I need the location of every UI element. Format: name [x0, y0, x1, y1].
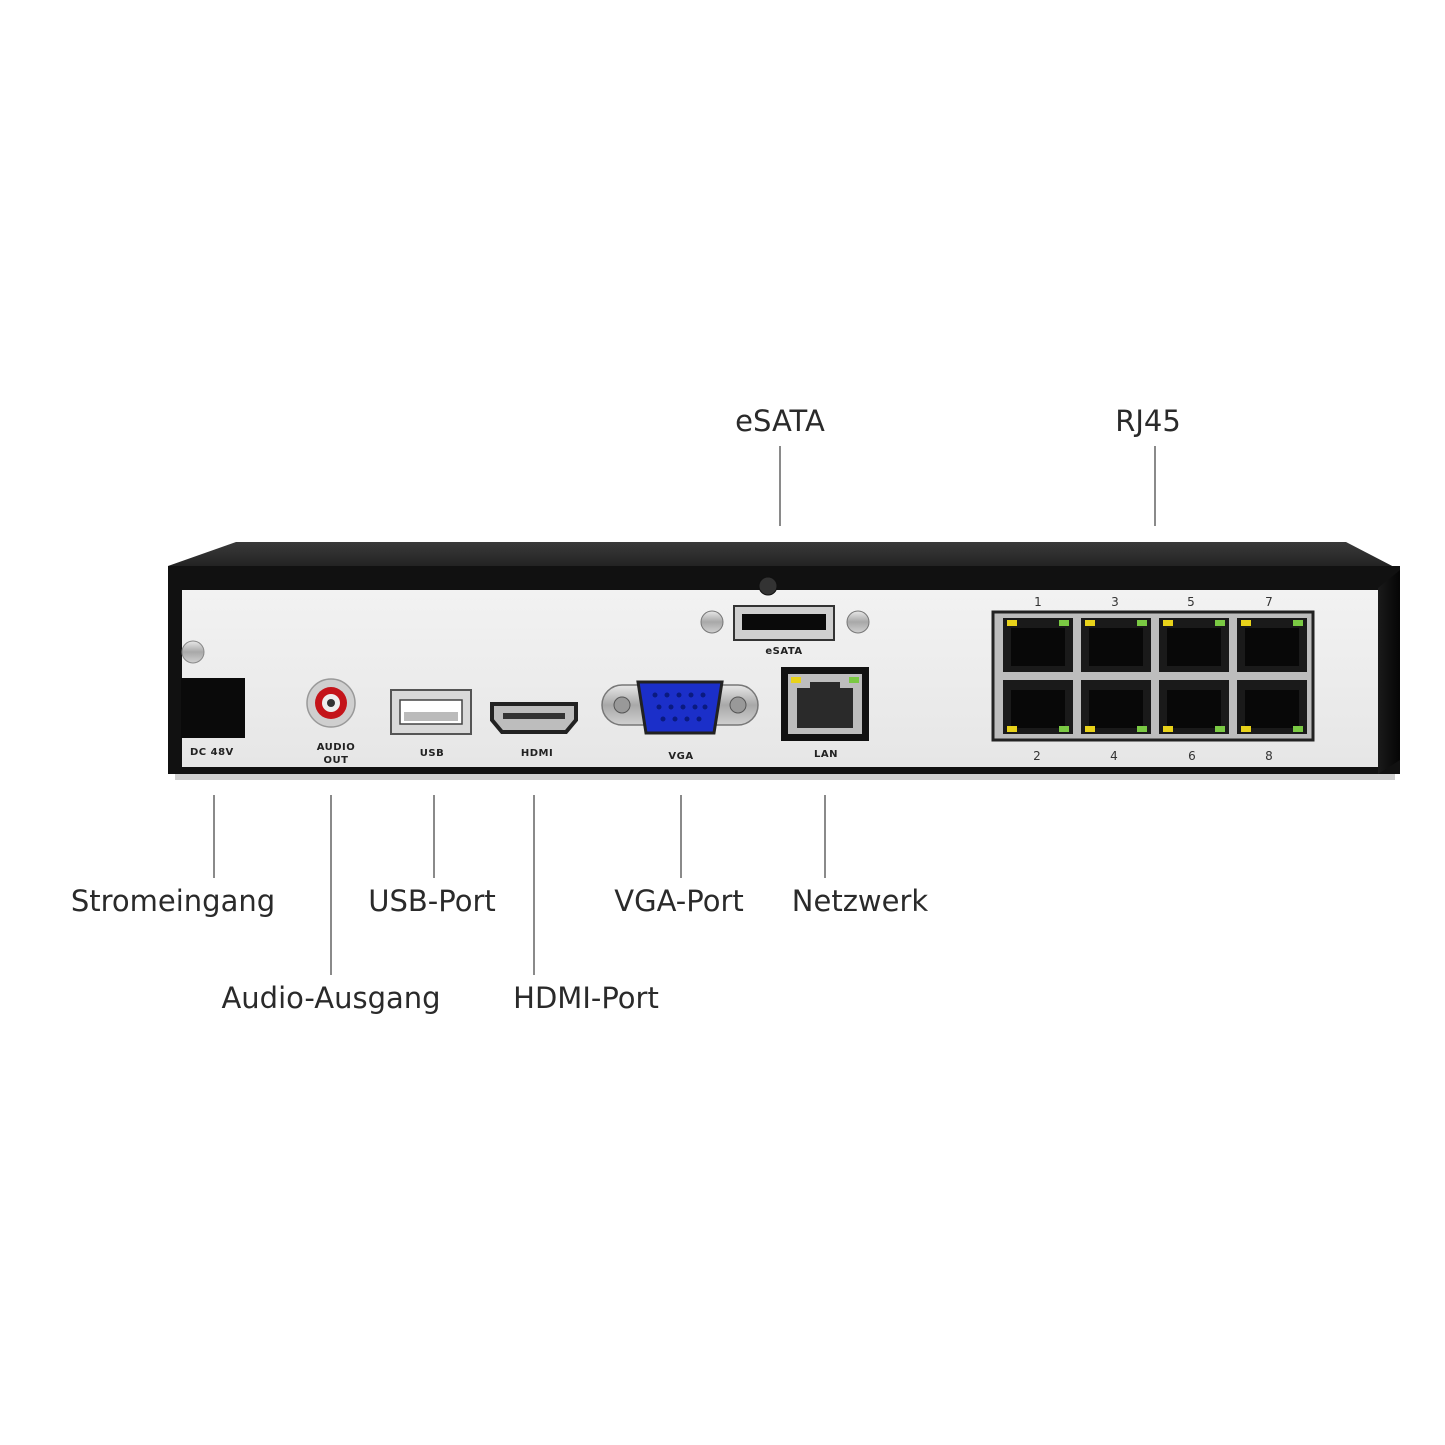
rj45-jack	[1237, 618, 1307, 672]
callout-vga: VGA-Port	[614, 884, 743, 918]
led-yellow	[1241, 726, 1251, 732]
esata-port: eSATA	[700, 576, 870, 657]
callout-hdmi: HDMI-Port	[513, 981, 659, 1015]
hdmi-label: HDMI	[521, 748, 553, 759]
led-yellow	[1085, 726, 1095, 732]
top-screw-icon	[758, 576, 778, 596]
led-green	[1059, 620, 1069, 626]
led-green	[1137, 726, 1147, 732]
rj45-jack	[1003, 680, 1073, 734]
rj45-num-3: 3	[1111, 595, 1119, 609]
device-shadow	[175, 774, 1395, 780]
led-green	[1293, 620, 1303, 626]
ground-screw-icon	[181, 640, 205, 664]
leader-lines	[213, 446, 1156, 975]
callout-power: Stromeingang	[71, 884, 275, 918]
power-connector: DC 48V	[181, 640, 245, 758]
callouts: eSATA RJ45 Stromeingang USB-Port VGA-Por…	[71, 404, 1181, 1015]
lan-port: LAN	[781, 667, 869, 760]
usb-label: USB	[420, 748, 444, 759]
led-green	[1215, 726, 1225, 732]
rj45-block: 1 3 5 7 2 4 6 8	[991, 595, 1315, 763]
rj45-jack	[1081, 680, 1151, 734]
vga-port: VGA	[601, 680, 759, 762]
lan-label: LAN	[814, 749, 838, 760]
rj45-num-6: 6	[1188, 749, 1196, 763]
vga-screw-left-icon	[613, 696, 631, 714]
rj45-num-1: 1	[1034, 595, 1042, 609]
usb-port: USB	[390, 689, 472, 759]
rj45-num-8: 8	[1265, 749, 1273, 763]
led-yellow	[1085, 620, 1095, 626]
callout-rj45: RJ45	[1115, 404, 1181, 438]
audio-label-line2: OUT	[324, 755, 349, 766]
audio-out-port: AUDIO OUT	[306, 678, 356, 766]
led-yellow	[1007, 726, 1017, 732]
led-green	[1293, 726, 1303, 732]
callout-esata: eSATA	[735, 404, 825, 438]
rj45-num-2: 2	[1033, 749, 1041, 763]
callout-audio: Audio-Ausgang	[221, 981, 440, 1015]
rj45-jack	[1003, 618, 1073, 672]
rj45-jack	[1237, 680, 1307, 734]
rj45-jack	[1159, 680, 1229, 734]
rj45-num-5: 5	[1187, 595, 1195, 609]
led-yellow	[1163, 620, 1173, 626]
audio-label-line1: AUDIO	[317, 742, 356, 753]
rj45-jack	[1081, 618, 1151, 672]
hdmi-port: HDMI	[490, 702, 578, 759]
callout-usb: USB-Port	[368, 884, 495, 918]
vga-screw-right-icon	[729, 696, 747, 714]
rj45-jack	[1159, 618, 1229, 672]
device-side	[1378, 570, 1400, 774]
esata-screw-left-icon	[700, 610, 724, 634]
esata-device-label: eSATA	[765, 646, 802, 657]
rj45-num-7: 7	[1265, 595, 1273, 609]
led-yellow	[1007, 620, 1017, 626]
rj45-num-4: 4	[1110, 749, 1118, 763]
nvr-device: DC 48V AUDIO OUT USB HDMI	[168, 542, 1400, 780]
led-yellow	[1163, 726, 1173, 732]
esata-screw-right-icon	[846, 610, 870, 634]
vga-label: VGA	[668, 751, 693, 762]
dc-label: DC 48V	[190, 747, 234, 758]
led-green	[1137, 620, 1147, 626]
led-yellow	[1241, 620, 1251, 626]
led-green	[1215, 620, 1225, 626]
led-green	[1059, 726, 1069, 732]
callout-network: Netzwerk	[792, 884, 929, 918]
